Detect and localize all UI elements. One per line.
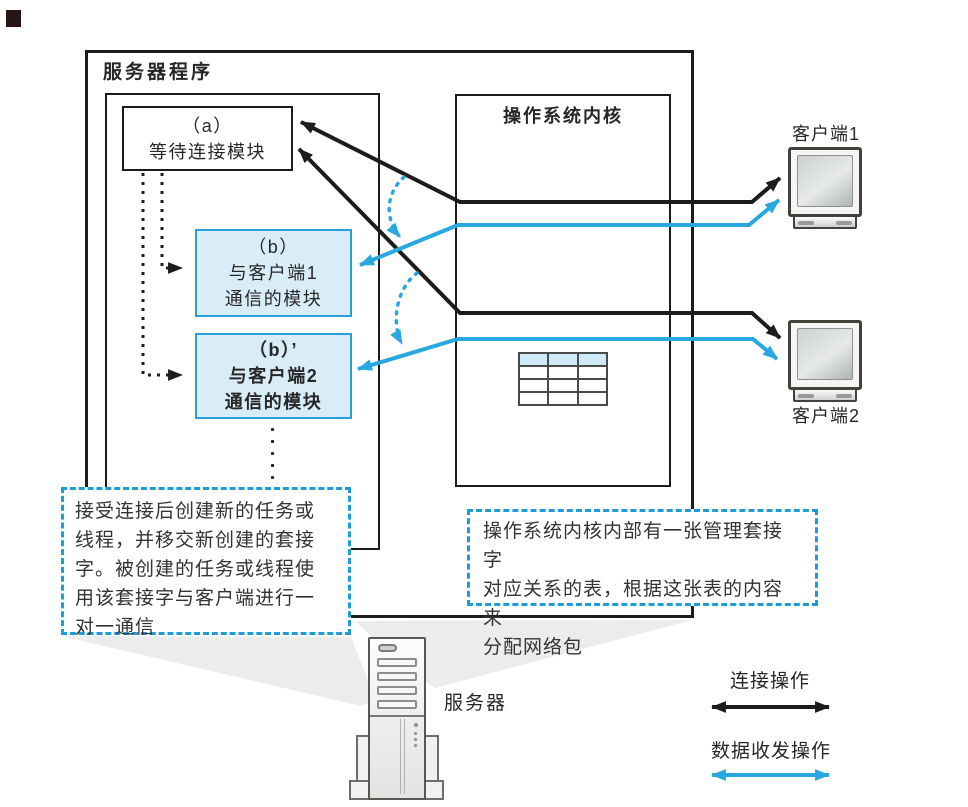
module-a-line2: 等待连接模块 — [149, 141, 266, 162]
os-kernel-title: 操作系统内核 — [503, 106, 623, 126]
module-b1-client1-comm: （b） 与客户端1 通信的模块 — [195, 229, 352, 317]
callout-left-note: 接受连接后创建新的任务或 线程，并移交新创建的套接 字。被创建的任务或线程使 用… — [61, 487, 351, 638]
client1-monitor-base-icon — [793, 215, 857, 229]
callout-right-note: 操作系统内核内部有一张管理套接字 对应关系的表，根据这张表的内容来 分配网络包 — [467, 509, 818, 658]
callout-left-line5: 对一通信 — [75, 617, 156, 638]
module-b2-line2: 与客户端2 — [228, 366, 319, 386]
callout-left-line4: 用该套接字与客户端进行一 — [75, 588, 316, 609]
client2-monitor-icon — [788, 320, 862, 390]
module-b2-line3: 通信的模块 — [224, 392, 323, 412]
legend-connect-label: 连接操作 — [729, 671, 810, 692]
callout-right-line3: 分配网络包 — [483, 637, 584, 658]
callout-left-line1: 接受连接后创建新的任务或 — [75, 501, 316, 522]
client2-label: 客户端2 — [791, 406, 860, 426]
module-b2-line1: （b）’ — [249, 340, 298, 360]
client1-label: 客户端1 — [791, 124, 860, 144]
module-a-line1: （a） — [182, 115, 233, 136]
callout-right-line2: 对应关系的表，根据这张表的内容来 — [483, 579, 784, 629]
legend-data-label: 数据收发操作 — [710, 741, 831, 762]
server-program-title: 服务器程序 — [103, 62, 214, 83]
server-icon — [368, 637, 426, 800]
projection-beam-left — [61, 636, 376, 706]
module-b1-line3: 通信的模块 — [224, 289, 323, 309]
socket-table-icon — [518, 352, 608, 406]
callout-right-line1: 操作系统内核内部有一张管理套接字 — [483, 521, 784, 571]
module-b2-client2-comm: （b）’ 与客户端2 通信的模块 — [195, 333, 352, 419]
os-kernel-box — [455, 94, 671, 487]
client2-monitor-base-icon — [793, 388, 857, 402]
server-label: 服务器 — [444, 693, 508, 714]
vertical-ellipsis-icon — [271, 428, 274, 479]
module-a-wait-connection: （a） 等待连接模块 — [122, 106, 293, 171]
module-b1-line1: （b） — [248, 237, 299, 257]
callout-left-line3: 字。被创建的任务或线程使 — [75, 559, 316, 580]
module-b1-line2: 与客户端1 — [228, 263, 319, 283]
callout-left-line2: 线程，并移交新创建的套接 — [75, 530, 316, 551]
page-corner-mark — [6, 10, 21, 27]
client1-monitor-icon — [788, 147, 862, 217]
